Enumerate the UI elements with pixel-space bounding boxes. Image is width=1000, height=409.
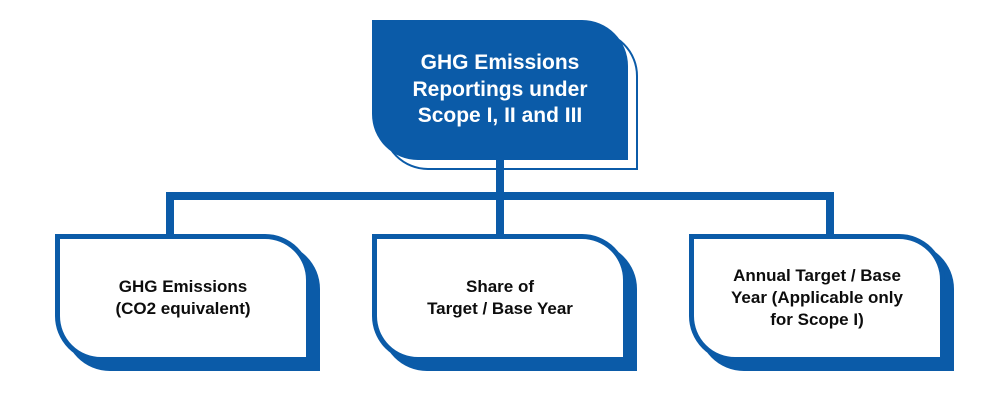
node-root-ghg-emissions-reportings[interactable]: GHG Emissions Reportings under Scope I, … (372, 20, 638, 170)
connector-root-stem (496, 156, 504, 200)
node-leaf-3-face (689, 234, 945, 362)
node-root-face (372, 20, 628, 160)
node-leaf-2-label: Share of Target / Base Year (372, 234, 628, 362)
node-leaf-share-of-target-base-year[interactable]: Share of Target / Base Year (372, 234, 637, 371)
node-leaf-2-label-line-1: Share of (465, 276, 535, 296)
node-leaf-2-label-line-2: Target / Base Year (427, 299, 573, 318)
node-leaf-1-label-line-1: GHG Emissions (118, 276, 248, 296)
node-leaf-3-label: Annual Target / Base Year (Applicable on… (689, 234, 945, 362)
node-leaf-ghg-emissions-co2e[interactable]: GHG Emissions (CO2 equivalent) (55, 234, 320, 371)
node-leaf-1-label-line-2: (CO2 equivalent) (115, 299, 251, 318)
node-leaf-3-label-line-2: Year (Applicable only (731, 287, 903, 307)
node-leaf-3-label-line-3: for Scope I) (770, 310, 864, 330)
node-leaf-2-face (372, 234, 628, 362)
connector-drop-center (496, 192, 504, 238)
connector-drop-left (166, 192, 174, 238)
node-leaf-annual-target-base-year[interactable]: Annual Target / Base Year (Applicable on… (689, 234, 954, 371)
node-root-label-line-3: Scope I, II and III (417, 104, 583, 128)
node-root-label: GHG Emissions Reportings under Scope I, … (372, 20, 628, 160)
node-root-label-line-1: GHG Emissions (420, 50, 580, 74)
node-leaf-1-label: GHG Emissions (CO2 equivalent) (55, 234, 311, 362)
node-root-label-line-2: Reportings under (412, 77, 588, 101)
connector-drop-right (826, 192, 834, 238)
node-leaf-3-label-line-1: Annual Target / Base (733, 265, 901, 285)
node-leaf-1-face (55, 234, 311, 362)
